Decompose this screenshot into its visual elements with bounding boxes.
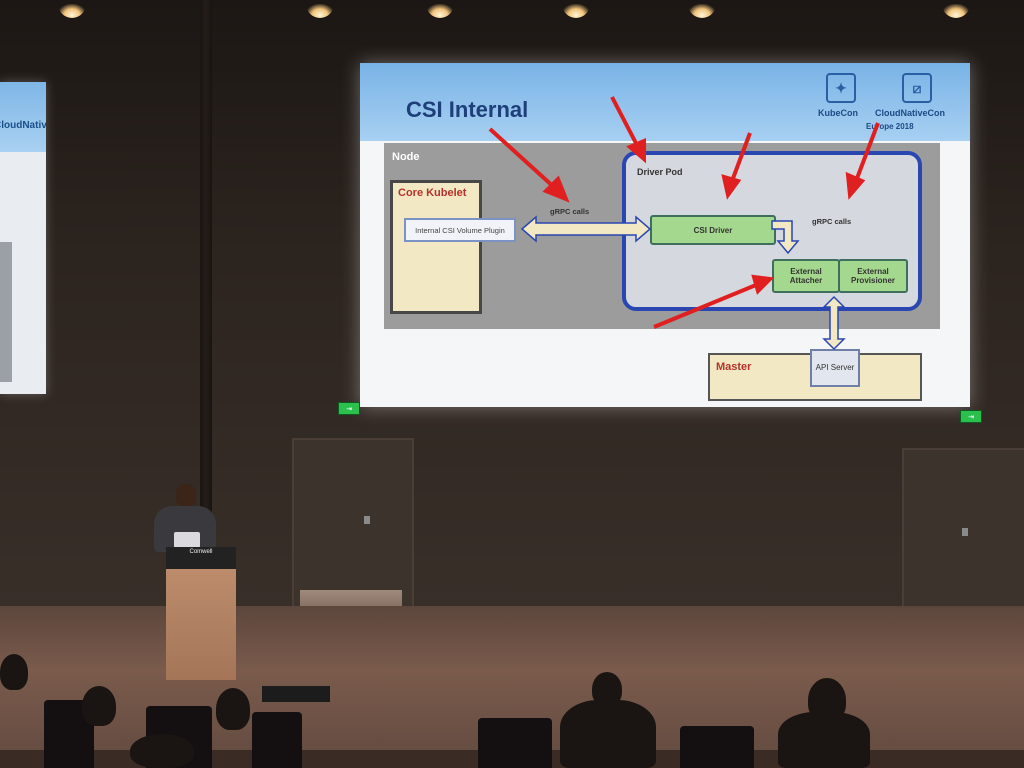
ceiling-light	[426, 4, 454, 18]
podium-sign: Comwell	[166, 547, 236, 569]
left-screen-diagram	[0, 242, 12, 382]
grpc-double-arrow	[520, 215, 652, 243]
pillar	[200, 0, 212, 620]
audience-member	[560, 700, 656, 768]
audience-seat	[478, 718, 552, 768]
slide-title: CSI Internal	[406, 97, 529, 122]
core-kubelet-box	[390, 180, 482, 314]
left-screen-logo-text: CloudNativeCon	[0, 120, 46, 131]
ceiling-light	[58, 4, 86, 18]
driver-pod-label: Driver Pod	[637, 167, 683, 177]
door-handle	[962, 528, 968, 536]
slide-header	[360, 63, 970, 141]
audience-member	[130, 734, 194, 768]
laptop-icon	[174, 532, 200, 548]
api-server-box: API Server	[810, 349, 860, 387]
left-screen-header	[0, 82, 46, 152]
annotation-arrow	[730, 132, 752, 182]
cncf-logo-icon: ⧄	[902, 73, 932, 103]
left-projection-screen: CloudNativeCon	[0, 82, 46, 394]
exit-sign: ⇥	[960, 410, 982, 423]
annotation-arrowhead	[626, 137, 646, 164]
audience-seat	[252, 712, 302, 768]
annotation-arrowhead	[542, 175, 570, 203]
speaker-head	[176, 484, 196, 508]
annotation-arrowhead	[845, 171, 866, 200]
annotation-arrowhead	[751, 274, 775, 295]
audience-member	[82, 686, 116, 726]
driver-attacher-arrow	[771, 220, 800, 255]
annotation-arrow	[653, 283, 757, 329]
core-kubelet-label: Core Kubelet	[398, 187, 467, 199]
annotation-arrowhead	[721, 174, 742, 200]
ceiling-light	[942, 4, 970, 18]
grpc-calls-label-right: gRPC calls	[812, 217, 852, 226]
attacher-api-arrow	[822, 295, 846, 351]
door-handle	[364, 516, 370, 524]
kubecon-label: KubeCon	[818, 108, 858, 118]
exit-sign: ⇥	[338, 402, 360, 415]
ceiling-light	[562, 4, 590, 18]
audience-member	[778, 712, 870, 768]
annotation-arrow	[854, 122, 880, 182]
slide-arrows	[488, 96, 880, 351]
podium	[166, 548, 236, 680]
external-provisioner-box: External Provisioner	[838, 259, 908, 293]
ceiling-light	[688, 4, 716, 18]
audience-member	[0, 654, 28, 690]
audience-member	[216, 688, 250, 730]
grpc-calls-label-left: gRPC calls	[550, 207, 590, 216]
annotation-arrows	[488, 96, 880, 329]
node-label: Node	[392, 151, 420, 163]
audience-seat	[680, 726, 754, 768]
csi-driver-box: CSI Driver	[650, 215, 776, 245]
left-door	[292, 438, 414, 620]
master-label: Master	[716, 361, 752, 373]
internal-csi-plugin-box: Internal CSI Volume Plugin	[404, 218, 516, 242]
cncf-label: CloudNativeCon	[875, 108, 946, 118]
external-attacher-box: External Attacher	[772, 259, 840, 293]
annotation-arrow	[488, 127, 558, 191]
event-label: Europe 2018	[866, 122, 914, 131]
ceiling-light	[306, 4, 334, 18]
kubecon-logo-icon: ✦	[826, 73, 856, 103]
stage-monitor	[262, 686, 330, 702]
annotation-arrow	[610, 96, 640, 148]
projection-slide: CSI Internal ✦ KubeCon ⧄ CloudNativeCon …	[360, 63, 970, 407]
